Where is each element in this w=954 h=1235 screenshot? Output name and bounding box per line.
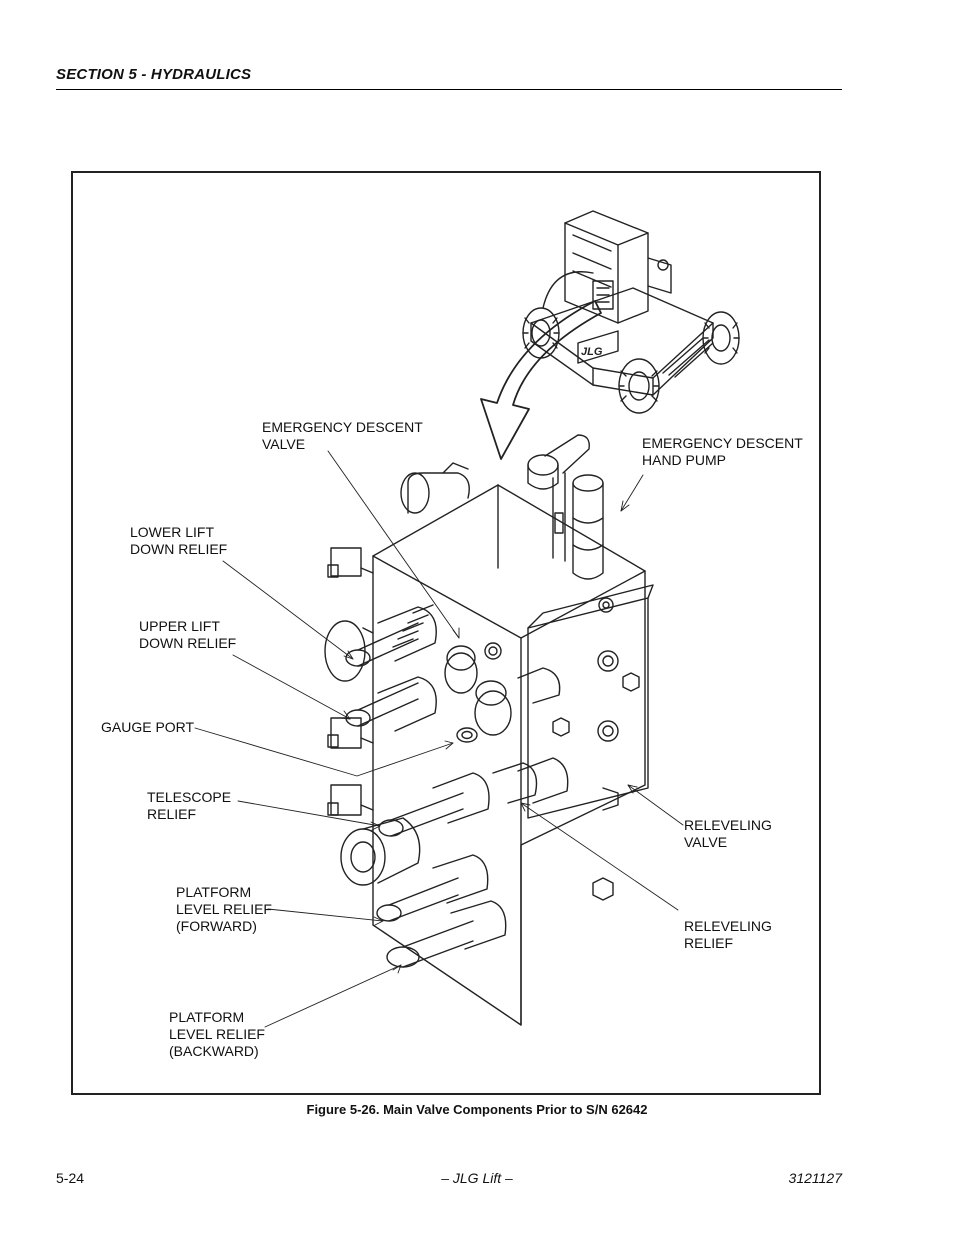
callout-releveling-relief: RELEVELING RELIEF (684, 918, 772, 951)
figure-frame: JLG (71, 171, 821, 1095)
coil-connectors (324, 547, 374, 816)
location-arrow (480, 300, 602, 460)
valve-block (324, 434, 654, 1026)
valve-illustration: JLG (194, 210, 740, 1028)
document-number: 3121127 (788, 1170, 842, 1186)
callout-platform-level-relief-backward: PLATFORM LEVEL RELIEF (BACKWARD) (169, 1009, 265, 1059)
callout-releveling-valve: RELEVELING VALVE (684, 817, 772, 850)
header-divider (56, 89, 842, 90)
wheel-rear-right (702, 311, 740, 365)
valve-knobs (340, 642, 512, 886)
figure-caption: Figure 5-26. Main Valve Components Prior… (306, 1102, 648, 1117)
callout-platform-level-relief-forward: PLATFORM LEVEL RELIEF (FORWARD) (176, 884, 272, 934)
callout-upper-lift-down-relief: UPPER LIFT DOWN RELIEF (139, 618, 237, 651)
relief-cartridges (345, 604, 569, 968)
callout-telescope-relief: TELESCOPE RELIEF (147, 789, 232, 822)
machine-illustration: JLG (522, 210, 740, 414)
machine-logo: JLG (581, 346, 603, 358)
hand-pump (527, 434, 604, 580)
callout-gauge-port: GAUGE PORT (101, 719, 195, 735)
wheel-front-right (618, 358, 660, 414)
section-title: SECTION 5 - HYDRAULICS (56, 66, 252, 83)
page-number: 5-24 (56, 1170, 85, 1186)
descent-solenoid (400, 462, 470, 514)
footer-title: – JLG Lift – (441, 1170, 513, 1186)
callout-emergency-descent-hand-pump: EMERGENCY DESCENT HAND PUMP (642, 435, 803, 468)
callout-lower-lift-down-relief: LOWER LIFT DOWN RELIEF (130, 524, 228, 557)
leader-lines (194, 450, 684, 1028)
callout-emergency-descent-valve: EMERGENCY DESCENT VALVE (262, 419, 423, 452)
